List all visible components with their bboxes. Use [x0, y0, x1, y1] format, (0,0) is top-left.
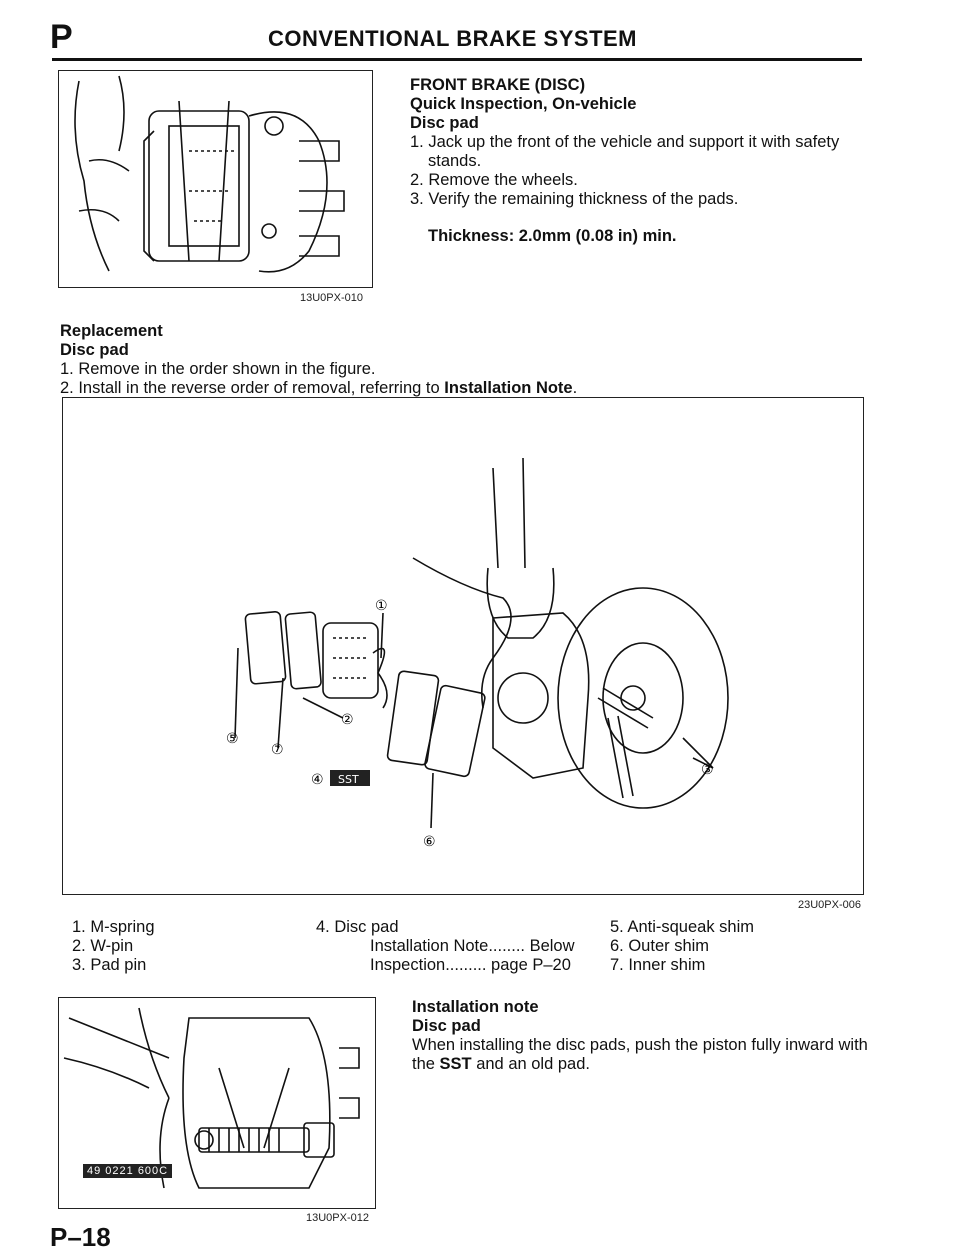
caliper-figure	[58, 70, 373, 288]
section-heading: FRONT BRAKE (DISC)	[410, 76, 586, 94]
part-item: 3. Pad pin	[72, 956, 147, 974]
callout-5: ⑤	[226, 731, 239, 747]
inspection-section: FRONT BRAKE (DISC) Quick Inspection, On-…	[410, 76, 880, 246]
thickness-spec: Thickness: 2.0mm (0.08 in) min.	[428, 227, 677, 245]
sst-illustration	[63, 1007, 360, 1189]
part-item: 4. Disc pad	[316, 918, 399, 936]
part-item: 2. W-pin	[72, 937, 134, 955]
callout-4: ④	[311, 772, 324, 788]
exploded-view-illustration: ① ② ③ ④ ⑤ ⑥ ⑦ SST	[226, 457, 729, 850]
part-item: 6. Outer shim	[610, 937, 710, 955]
replacement-section: Replacement Disc pad 1. Remove in the or…	[60, 322, 880, 398]
part-sub-item: Installation Note........ Below	[370, 937, 575, 955]
part-item: 7. Inner shim	[610, 956, 706, 974]
inspection-steps: 1. Jack up the front of the vehicle and …	[410, 133, 880, 209]
installation-note-ref: Installation Note	[444, 379, 573, 397]
replacement-heading: Replacement	[60, 322, 163, 340]
installation-text-prefix: When installing the disc pads, push the …	[412, 1036, 868, 1073]
step2-prefix: 2. Install in the reverse order of remov…	[60, 379, 445, 397]
parts-column-2: 4. Disc pad Installation Note........ Be…	[316, 918, 575, 975]
page-title: CONVENTIONAL BRAKE SYSTEM	[268, 26, 638, 51]
component-heading: Disc pad	[410, 114, 479, 132]
sst-figure: 49 0221 600C	[58, 997, 376, 1209]
installation-text: When installing the disc pads, push the …	[412, 1036, 882, 1074]
subsection-heading: Quick Inspection, On-vehicle	[410, 95, 637, 113]
part-item: 5. Anti-squeak shim	[610, 918, 754, 936]
replacement-subheading: Disc pad	[60, 341, 129, 359]
figure-code-3: 13U0PX-012	[306, 1212, 369, 1224]
header-rule	[52, 58, 862, 61]
installation-section: Installation note Disc pad When installi…	[412, 998, 882, 1074]
step2-suffix: .	[572, 379, 578, 397]
callout-1: ①	[375, 598, 388, 614]
sst-label: SST	[338, 773, 359, 786]
sst-badge	[330, 770, 370, 786]
section-letter: P	[50, 18, 73, 56]
figure-code-2: 23U0PX-006	[798, 899, 861, 911]
exploded-view-figure: ① ② ③ ④ ⑤ ⑥ ⑦ SST	[62, 397, 864, 895]
inspection-step: 1. Jack up the front of the vehicle and …	[410, 133, 840, 170]
parts-column-3: 5. Anti-squeak shim 6. Outer shim 7. Inn…	[610, 918, 754, 975]
callout-6: ⑥	[423, 834, 436, 850]
installation-sst: SST	[439, 1055, 472, 1073]
installation-subheading: Disc pad	[412, 1017, 481, 1035]
inspection-step: 3. Verify the remaining thickness of the…	[410, 190, 739, 208]
parts-column-1: 1. M-spring 2. W-pin 3. Pad pin	[72, 918, 155, 975]
tool-number-label: 49 0221 600C	[83, 1164, 173, 1178]
part-sub-item: Inspection......... page P–20	[370, 956, 571, 974]
callout-3: ③	[701, 762, 714, 778]
callout-7: ⑦	[271, 742, 284, 758]
replacement-step-2: 2. Install in the reverse order of remov…	[60, 379, 880, 398]
part-item: 1. M-spring	[72, 918, 155, 936]
inspection-step: 2. Remove the wheels.	[410, 171, 578, 189]
figure-code-1: 13U0PX-010	[300, 292, 363, 304]
installation-text-suffix: and an old pad.	[471, 1055, 590, 1073]
replacement-step-1: 1. Remove in the order shown in the figu…	[60, 360, 376, 378]
caliper-illustration	[74, 75, 345, 273]
callout-2: ②	[341, 712, 354, 728]
installation-heading: Installation note	[412, 998, 539, 1016]
page-number: P–18	[50, 1222, 111, 1252]
